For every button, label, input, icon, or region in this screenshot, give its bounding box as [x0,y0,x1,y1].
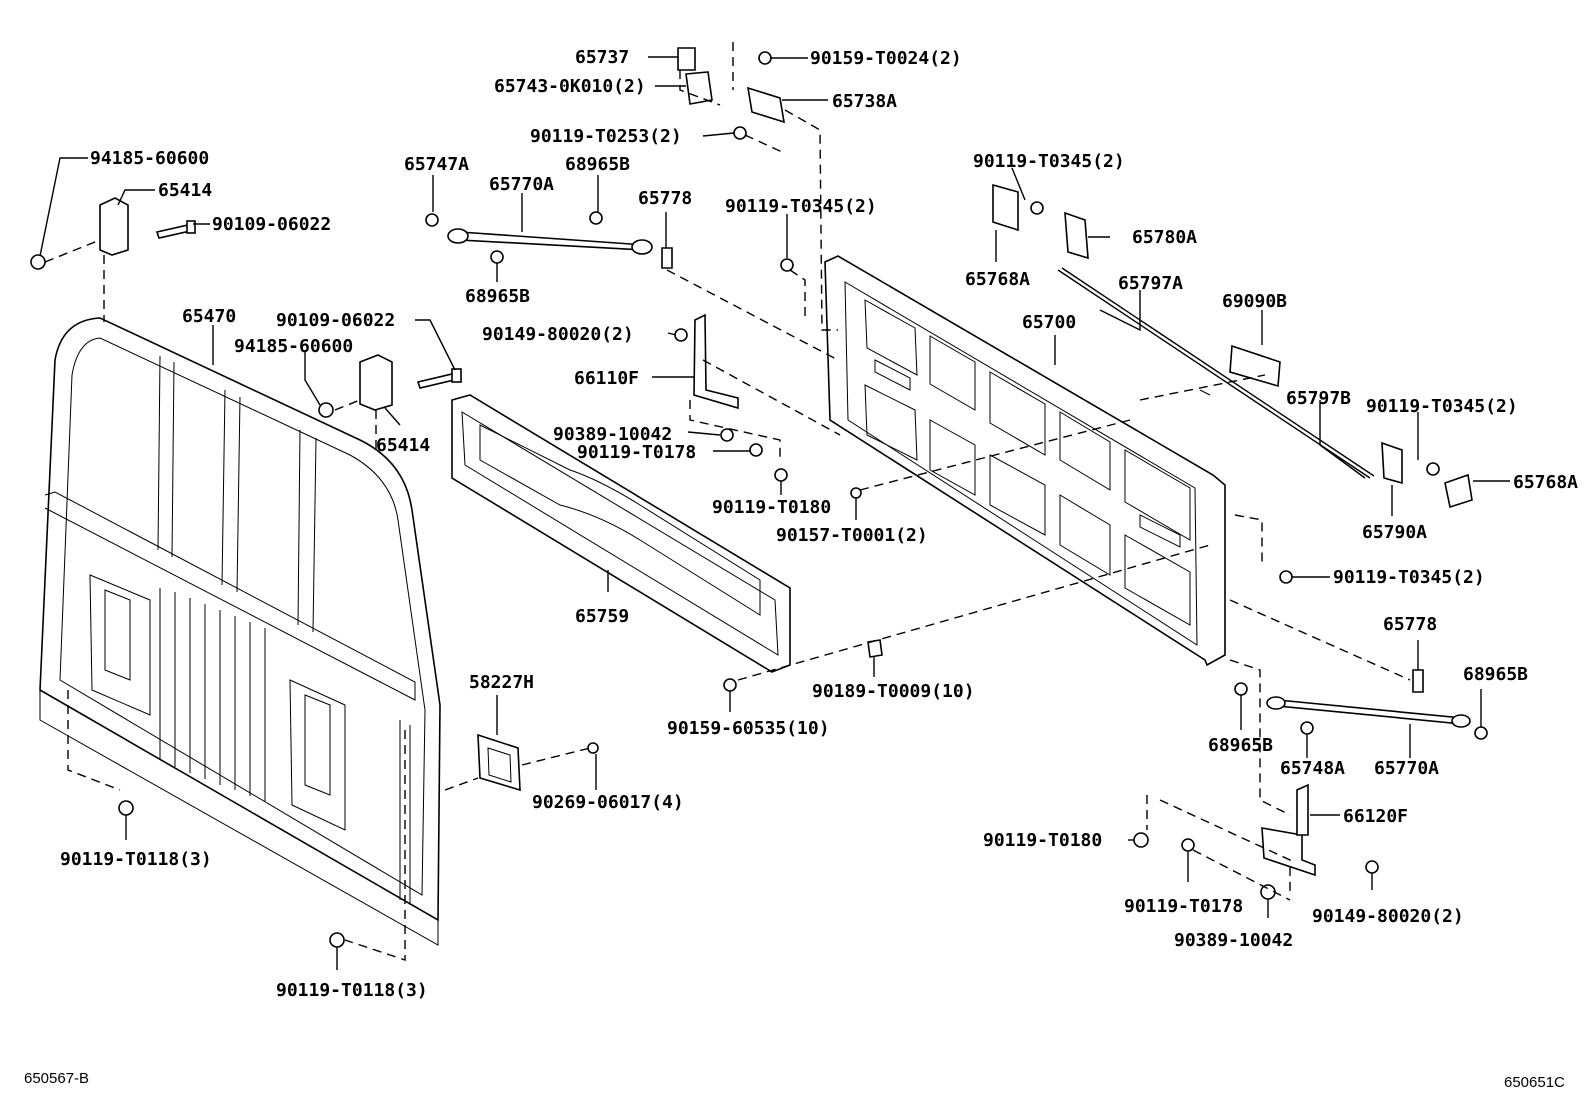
label-65759: 65759 [575,606,629,627]
label-90119-t0178-low: 90119-T0178 [1124,896,1243,917]
label-65414-mid: 65414 [376,435,430,456]
rear-panel-65470 [39,317,441,946]
label-90119-t0253: 90119-T0253(2) [530,126,682,147]
label-90119-t0118-low: 90119-T0118(3) [276,980,428,1001]
label-58227h: 58227H [469,672,534,693]
label-90157-t0001: 90157-T0001(2) [776,525,928,546]
label-65778-top: 65778 [638,188,692,209]
label-65738a: 65738A [832,91,897,112]
label-90109-06022-top: 90109-06022 [212,214,331,235]
leader-lines [39,56,1510,970]
label-90149-80020-low: 90149-80020(2) [1312,906,1464,927]
tailgate-65700 [824,255,1226,667]
label-65780a: 65780A [1132,227,1197,248]
footer-code-left: 650567-B [24,1070,89,1087]
part-labels: 65737 65743-0K010(2) 90159-T0024(2) 6573… [24,47,1578,1091]
label-68965b-low: 68965B [1208,735,1273,756]
label-66110f: 66110F [574,368,639,389]
label-65737: 65737 [575,47,629,68]
label-65743-0k010: 65743-0K010(2) [494,76,646,97]
label-90119-t0178-top: 90119-T0178 [577,442,696,463]
label-65748a: 65748A [1280,758,1345,779]
label-90159-60535: 90159-60535(10) [667,718,830,739]
label-65700: 65700 [1022,312,1076,333]
label-65470: 65470 [182,306,236,327]
label-65778-right: 65778 [1383,614,1437,635]
label-65768a-right: 65768A [1513,472,1578,493]
label-65414-top: 65414 [158,180,212,201]
label-65790a: 65790A [1362,522,1427,543]
label-65770a-left: 65770A [489,174,554,195]
label-90119-t0345-right: 90119-T0345(2) [1366,396,1518,417]
label-94185-60600-mid: 94185-60600 [234,336,353,357]
inner-panel-65759 [451,394,791,673]
label-90149-80020-top: 90149-80020(2) [482,324,634,345]
footer-code-right: 650651C [1504,1074,1565,1091]
label-90389-10042-low: 90389-10042 [1174,930,1293,951]
label-68965b-right: 68965B [1463,664,1528,685]
assembly-lines [44,42,1411,961]
label-90119-t0345-low: 90119-T0345(2) [1333,567,1485,588]
label-65797a: 65797A [1118,273,1183,294]
label-65768a-top: 65768A [965,269,1030,290]
label-90159-t0024: 90159-T0024(2) [810,48,962,69]
label-90119-t0345-top: 90119-T0345(2) [973,151,1125,172]
label-90189-t0009: 90189-T0009(10) [812,681,975,702]
label-66120f: 66120F [1343,806,1408,827]
label-90119-t0118-mid: 90119-T0118(3) [60,849,212,870]
label-65797b: 65797B [1286,388,1351,409]
label-68965b-left: 68965B [465,286,530,307]
label-90119-t0180-low: 90119-T0180 [983,830,1102,851]
label-90109-06022-mid: 90109-06022 [276,310,395,331]
label-65770a-right: 65770A [1374,758,1439,779]
label-68965b-top: 68965B [565,154,630,175]
label-65747a: 65747A [404,154,469,175]
label-90119-t0180-top: 90119-T0180 [712,497,831,518]
label-69090b: 69090B [1222,291,1287,312]
label-90119-t0345-mid: 90119-T0345(2) [725,196,877,217]
label-90389-10042-top: 90389-10042 [553,424,672,445]
label-94185-60600-top: 94185-60600 [90,148,209,169]
label-90269-06017: 90269-06017(4) [532,792,684,813]
